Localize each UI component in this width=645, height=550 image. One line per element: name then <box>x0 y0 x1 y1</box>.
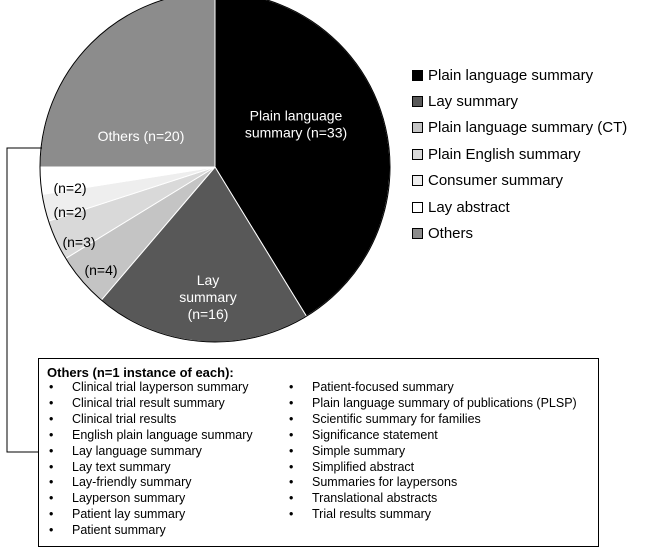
legend-swatch <box>412 148 423 160</box>
legend-swatch <box>412 96 423 108</box>
list-item: Patient summary <box>49 523 289 539</box>
list-item: Lay-friendly summary <box>49 475 289 491</box>
legend-label: Others <box>428 225 474 243</box>
list-item: English plain language summary <box>49 428 289 444</box>
legend-item-5: Lay abstract <box>412 194 627 220</box>
legend-swatch <box>412 228 423 240</box>
legend-item-1: Lay summary <box>412 88 627 114</box>
legend-label: Plain language summary <box>428 66 594 84</box>
pie-outline <box>39 0 391 343</box>
legend-item-2: Plain language summary (CT) <box>412 115 627 141</box>
legend-label: Plain language summary (CT) <box>428 119 628 137</box>
list-item: Summaries for laypersons <box>289 475 589 491</box>
list-item: Clinical trial result summary <box>49 396 289 412</box>
legend-item-3: Plain English summary <box>412 141 627 167</box>
list-item: Patient-focused summary <box>289 380 589 396</box>
legend-item-6: Others <box>412 220 627 246</box>
legend-swatch <box>412 175 423 187</box>
pie-slice-label-2: (n=4) <box>84 262 117 278</box>
pie-slice-label-3: (n=3) <box>62 234 95 250</box>
list-item: Simplified abstract <box>289 460 589 476</box>
legend-item-0: Plain language summary <box>412 62 627 88</box>
list-item: Trial results summary <box>289 507 589 523</box>
legend-swatch <box>412 201 423 213</box>
pie-slice-label-4: (n=2) <box>53 204 86 220</box>
legend-swatch <box>412 122 423 134</box>
legend-label: Lay abstract <box>428 198 510 216</box>
others-list-left: Clinical trial layperson summaryClinical… <box>49 380 289 539</box>
list-item: Clinical trial results <box>49 412 289 428</box>
pie-slice-label-5: (n=2) <box>53 180 86 196</box>
list-item: Patient lay summary <box>49 507 289 523</box>
list-item: Translational abstracts <box>289 491 589 507</box>
legend-label: Plain English summary <box>428 145 581 163</box>
list-item: Lay language summary <box>49 444 289 460</box>
list-item: Layperson summary <box>49 491 289 507</box>
list-item: Significance statement <box>289 428 589 444</box>
legend-label: Consumer summary <box>428 172 564 190</box>
list-item: Simple summary <box>289 444 589 460</box>
list-item: Lay text summary <box>49 460 289 476</box>
list-item: Scientific summary for families <box>289 412 589 428</box>
legend-swatch <box>412 69 423 81</box>
pie-slice-label-6: Others (n=20) <box>98 128 185 144</box>
others-list-box: Others (n=1 instance of each): Clinical … <box>38 358 599 547</box>
others-box-title: Others (n=1 instance of each): <box>47 365 234 380</box>
list-item: Plain language summary of publications (… <box>289 396 589 412</box>
legend-label: Lay summary <box>428 93 519 111</box>
list-item: Clinical trial layperson summary <box>49 380 289 396</box>
legend-item-4: Consumer summary <box>412 168 627 194</box>
